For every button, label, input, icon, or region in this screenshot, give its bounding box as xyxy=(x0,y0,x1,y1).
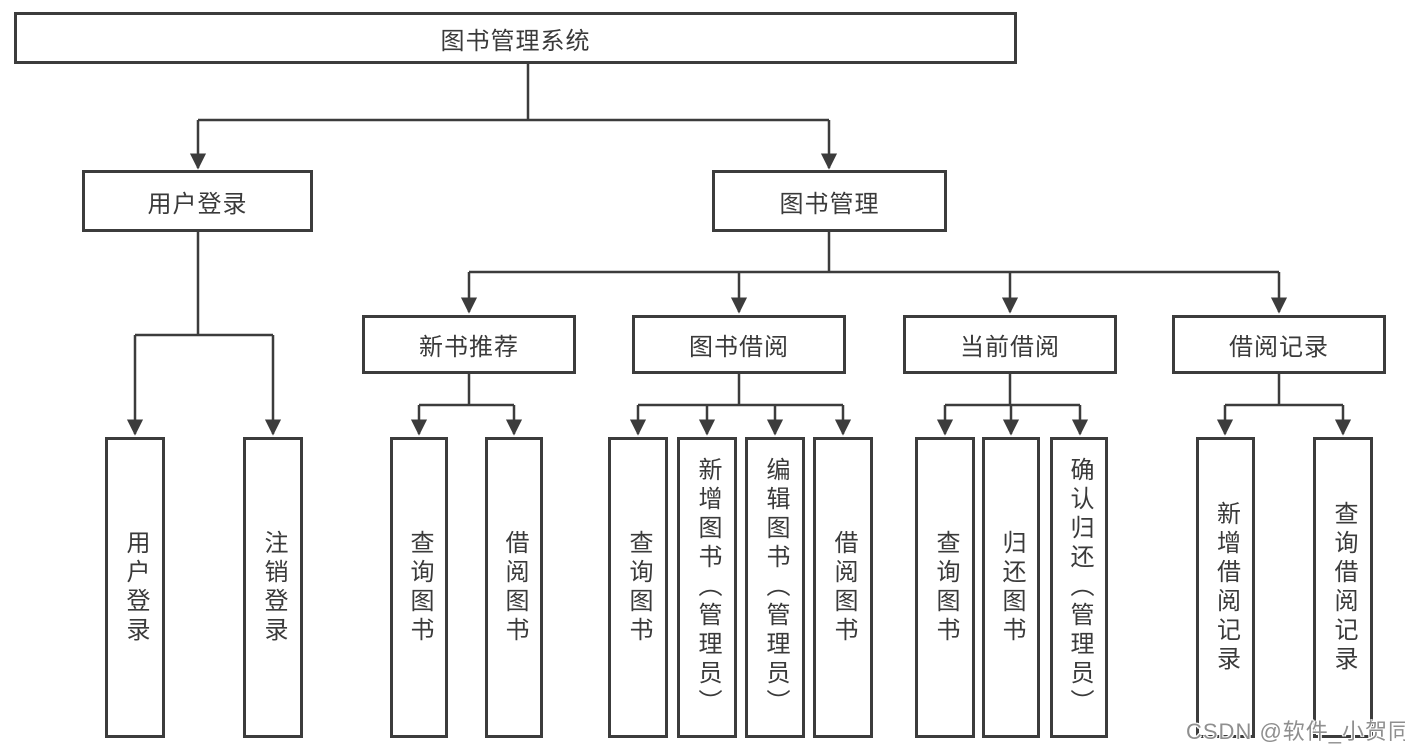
node-book-mgmt-label: 图书管理 xyxy=(779,190,880,218)
leaf-bor-edit-books: 编辑图书（管理员） xyxy=(745,437,805,738)
leaf-cur-return-books-label: 归还图书 xyxy=(998,529,1025,646)
node-records: 借阅记录 xyxy=(1172,315,1386,374)
leaf-rec-borrow-books-label: 借阅图书 xyxy=(501,529,528,646)
leaf-rec-borrow-books: 借阅图书 xyxy=(485,437,543,738)
leaf-user-login-label: 用户登录 xyxy=(122,529,149,646)
node-new-rec: 新书推荐 xyxy=(362,315,576,374)
leaf-cur-return-books: 归还图书 xyxy=(982,437,1040,738)
leaf-bor-add-books: 新增图书（管理员） xyxy=(677,437,737,738)
leaf-bor-query-books-label: 查询图书 xyxy=(625,529,652,646)
leaf-user-login: 用户登录 xyxy=(105,437,165,738)
leaf-bor-edit-books-label: 编辑图书（管理员） xyxy=(762,457,789,718)
leaf-cur-query-books: 查询图书 xyxy=(915,437,975,738)
node-root-label: 图书管理系统 xyxy=(440,27,591,55)
leaf-recd-query-record: 查询借阅记录 xyxy=(1313,437,1373,738)
leaf-cur-confirm-return-label: 确认归还（管理员） xyxy=(1066,457,1093,718)
leaf-cur-confirm-return: 确认归还（管理员） xyxy=(1050,437,1108,738)
leaf-logout-label: 注销登录 xyxy=(260,529,287,646)
leaf-recd-add-record-label: 新增借阅记录 xyxy=(1212,500,1240,675)
node-root: 图书管理系统 xyxy=(14,12,1017,64)
leaf-recd-add-record: 新增借阅记录 xyxy=(1196,437,1255,738)
leaf-recd-query-record-label: 查询借阅记录 xyxy=(1330,500,1357,675)
node-new-rec-label: 新书推荐 xyxy=(419,334,519,361)
leaf-cur-query-books-label: 查询图书 xyxy=(932,529,959,646)
node-borrow-label: 图书借阅 xyxy=(689,334,789,361)
node-records-label: 借阅记录 xyxy=(1229,334,1329,361)
leaf-bor-borrow-books-label: 借阅图书 xyxy=(830,529,857,646)
leaf-rec-query-books-label: 查询图书 xyxy=(406,529,433,646)
leaf-logout: 注销登录 xyxy=(243,437,303,738)
node-user-login-label: 用户登录 xyxy=(147,190,248,218)
node-user-login: 用户登录 xyxy=(82,170,313,232)
leaf-rec-query-books: 查询图书 xyxy=(390,437,448,738)
leaf-bor-query-books: 查询图书 xyxy=(608,437,668,738)
node-book-mgmt: 图书管理 xyxy=(712,170,947,232)
leaf-bor-add-books-label: 新增图书（管理员） xyxy=(694,457,721,718)
node-current: 当前借阅 xyxy=(903,315,1117,374)
node-current-label: 当前借阅 xyxy=(960,334,1060,361)
watermark: CSDN @软件_小贺同学 xyxy=(1186,719,1405,744)
leaf-bor-borrow-books: 借阅图书 xyxy=(813,437,873,738)
node-borrow: 图书借阅 xyxy=(632,315,846,374)
